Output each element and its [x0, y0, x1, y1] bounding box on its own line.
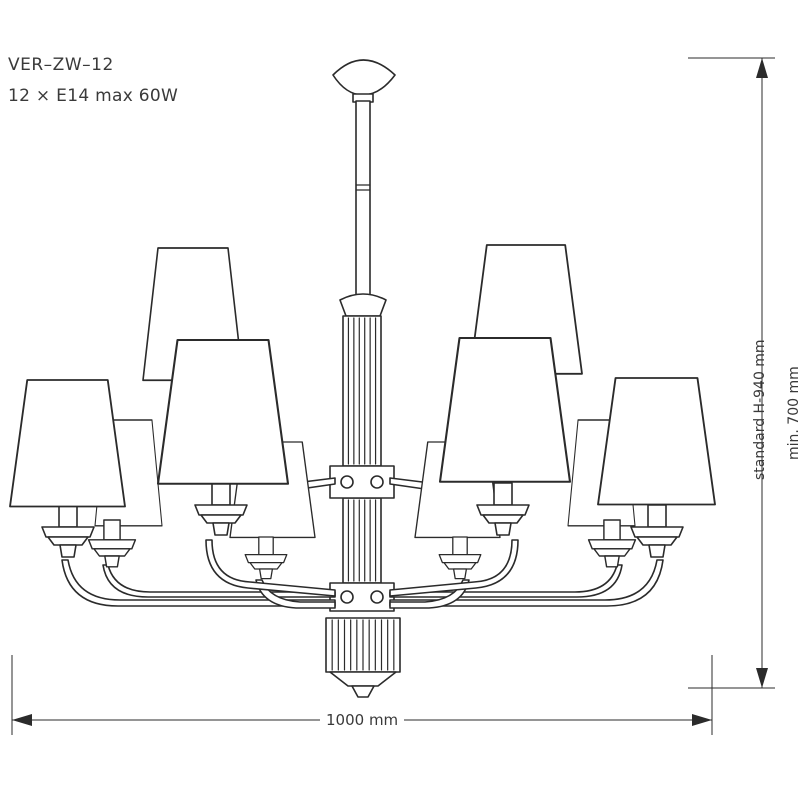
front-shade-right-outer: [597, 377, 716, 506]
height-standard-label: standard H-940 mm: [752, 339, 768, 480]
front-shade-right-inner: [438, 336, 572, 483]
model-label: VER–ZW–12: [8, 55, 114, 75]
front-shade-left-outer: [9, 379, 126, 508]
front-shade-left-inner: [156, 338, 290, 485]
width-dimension-label: 1000 mm: [320, 711, 405, 729]
canopy: [332, 59, 396, 103]
height-dimension: [688, 57, 775, 689]
spec-label: 12 × E14 max 60W: [8, 86, 179, 106]
suspension-rod: [355, 100, 371, 297]
central-column: [325, 293, 401, 698]
hub-joints: [340, 475, 384, 604]
height-min-label: min. 700 mm: [786, 366, 800, 460]
